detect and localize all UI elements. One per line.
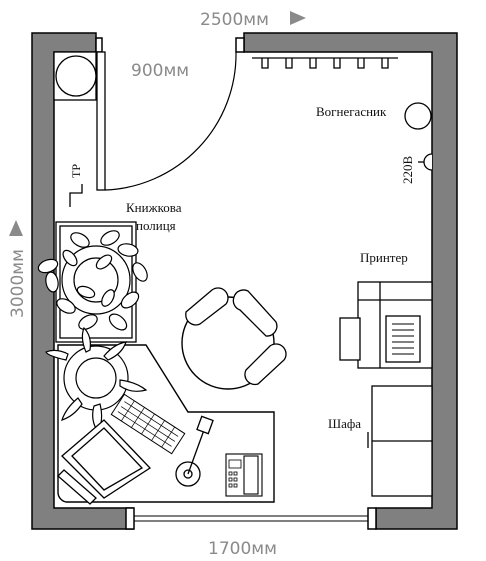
cabinet-label: Шафа xyxy=(328,416,361,431)
tr-label: ТР xyxy=(69,164,83,178)
window-jamb-left xyxy=(125,507,135,530)
printer xyxy=(339,281,433,369)
window xyxy=(134,515,368,522)
door-jamb-left xyxy=(95,37,103,53)
round-object xyxy=(55,55,97,97)
dimension-door: 900мм xyxy=(131,61,189,81)
office-chair xyxy=(57,419,152,505)
door-jamb-right xyxy=(235,37,245,53)
closet xyxy=(53,51,97,101)
dimension-top: 2500мм xyxy=(200,10,269,30)
phone xyxy=(225,453,263,497)
socket-label: 220В xyxy=(400,156,415,185)
chair-top-right xyxy=(232,289,278,337)
dimension-left: 3000мм xyxy=(8,249,28,318)
electric-panel xyxy=(69,184,83,207)
door xyxy=(96,51,237,191)
dimension-bottom: 1700мм xyxy=(208,539,277,559)
door-swing-arc xyxy=(104,51,237,191)
chair-top-left xyxy=(185,287,229,326)
door-leaf xyxy=(96,51,106,191)
desk-lamp xyxy=(175,415,214,487)
wall-hooks xyxy=(252,57,398,69)
window-jamb-right xyxy=(367,507,377,530)
socket-icon xyxy=(418,153,433,171)
keyboard xyxy=(110,393,186,455)
plant-1 xyxy=(37,230,148,331)
printer-label: Принтер xyxy=(360,250,408,265)
bookshelf-label-line2: полиця xyxy=(136,218,176,233)
fire-extinguisher-icon xyxy=(404,102,432,130)
chair-bottom-right xyxy=(244,343,287,386)
dimension-top-arrow xyxy=(290,11,306,25)
bookshelf-label-line1: Книжкова xyxy=(126,200,182,215)
plant-2 xyxy=(45,326,148,434)
fire-extinguisher-label: Вогнегасник xyxy=(316,104,387,119)
dimension-left-arrow xyxy=(9,220,23,236)
cabinet xyxy=(367,385,433,497)
